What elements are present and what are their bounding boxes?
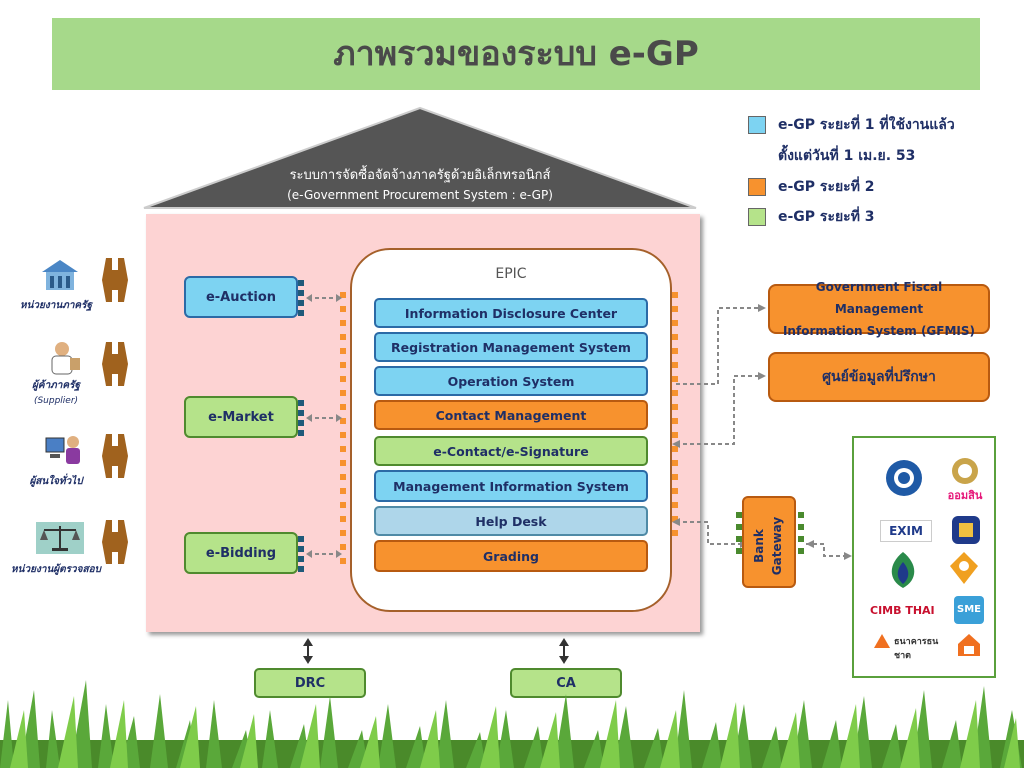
bank-leaf-logo-icon [891,552,915,588]
bank-gateway-box: Bank Gateway [742,496,796,588]
e-contact-e-signature: e-Contact/e-Signature [374,436,648,466]
registration-management-system: Registration Management System [374,332,648,362]
legend-swatch-phase-3 [748,208,766,226]
sme-bank-logo: SME [954,596,984,624]
legend-phase-2: e-GP ระยะที่ 2 [778,179,875,195]
help-desk: Help Desk [374,506,648,536]
user-auditor-label: หน่วยงานผู้ตรวจสอบ [11,564,101,575]
gateway-connectors [736,512,852,560]
e-auction-box: e-Auction [184,276,298,318]
gfmis-box: Government Fiscal Management Information… [768,280,990,338]
operation-system: Operation System [374,366,648,396]
drc-box: DRC [254,668,366,698]
user-government-label: หน่วยงานภาครัฐ [19,300,93,311]
gsb-bank-name: ออมสิน [947,489,983,502]
legend-swatch-phase-2 [748,178,766,196]
grass-decoration [0,680,1024,768]
exim-bank-logo: EXIM [880,520,932,542]
information-disclosure-center: Information Disclosure Center [374,298,648,328]
module-connectors [298,280,342,572]
baac-bank-logo-icon [952,516,980,544]
scales-icon [36,522,84,554]
user-access-arrows [102,258,128,564]
legend-swatch-phase-1 [748,116,766,134]
e-bidding-box: e-Bidding [184,532,298,574]
connector-dots [340,292,678,564]
consultant-database-box: ศูนย์ข้อมูลที่ปรึกษา [768,352,990,402]
gfmis-line1: Government Fiscal Management [815,280,943,316]
contact-management: Contact Management [374,400,648,430]
user-supplier-sub: (Supplier) [33,396,79,406]
thanachart-bank-name: ธนาคารธนชาต [894,637,939,661]
title-banner: ภาพรวมของระบบ e-GP [52,18,980,90]
legend-phase-3: e-GP ระยะที่ 3 [778,209,875,225]
roof-title-thai: ระบบการจัดซื้อจัดจ้างภาครัฐด้วยอิเล็กทรอ… [289,168,551,183]
government-housing-bank-logo-icon [958,634,980,656]
gsb-bank-logo-icon [952,458,978,484]
bottom-connectors [303,638,569,664]
government-building-icon [42,260,78,290]
management-information-system: Management Information System [374,470,648,502]
roof-shape [143,106,697,209]
legend-phase-1-line2: ตั้งแต่วันที่ 1 เม.ย. 53 [778,148,916,164]
roof-title-english: (e-Government Procurement System : e-GP) [287,188,553,202]
grading: Grading [374,540,648,572]
e-market-box: e-Market [184,396,298,438]
epic-label: EPIC [495,266,527,282]
legend-phase-1-line1: e-GP ระยะที่ 1 ที่ใช้งานแล้ว [778,117,955,133]
page-title: ภาพรวมของระบบ e-GP [333,34,699,74]
supplier-person-icon [51,342,80,375]
thanachart-bank-logo-icon [874,634,890,648]
user-general-public-label: ผู้สนใจทั่วไป [29,476,83,487]
computer-user-icon [45,436,80,464]
cimb-thai-logo: CIMB THAI [870,604,935,617]
islamic-bank-logo-icon [950,552,978,584]
krungthai-bank-logo-icon [886,460,922,496]
user-supplier-label: ผู้ค้าภาครัฐ [32,380,80,391]
gfmis-line2: Information System (GFMIS) [782,324,976,338]
